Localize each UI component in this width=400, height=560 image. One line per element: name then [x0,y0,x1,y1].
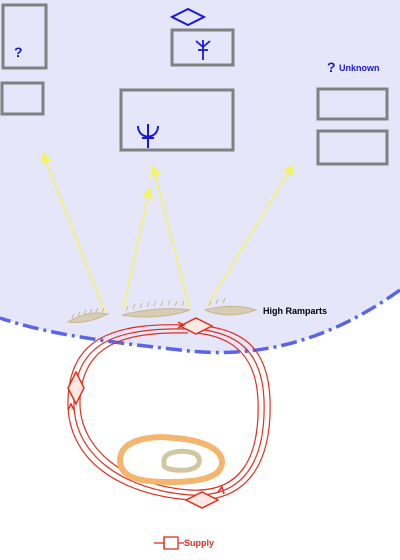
unknown-label: Unknown [339,63,380,73]
attack-arrows [41,151,294,313]
route-arrow-top [177,321,186,329]
unit-unknown-symbol: ? [14,44,23,60]
zone-boundary [0,288,400,355]
unit-top-left-tall[interactable] [1,3,48,70]
supply-diamond-top [178,317,214,335]
route-arrow-bottom-right [217,485,225,495]
terrain-outer-ring [116,434,226,486]
supply-legend-icon [154,536,184,550]
unit-left-small[interactable] [0,81,45,116]
route-arrow-left [67,402,75,411]
arrow-right [207,164,294,306]
trident-icon [137,124,159,148]
enemy-zone [0,0,400,353]
supply-route [67,324,271,501]
hq-diamond-icon [169,7,207,27]
arrow-left [41,151,106,313]
high-ramparts [66,297,258,323]
supply-diamond-left [67,370,85,406]
supply-diamond-bottom [184,491,220,509]
supply-label: Supply [184,538,215,548]
arrow-center-left [122,186,154,311]
unit-hq-top[interactable] [170,28,235,67]
arrow-center-right [150,164,191,311]
unit-right-1[interactable] [316,87,389,121]
unknown-legend-symbol: ? [327,59,336,75]
ramparts-label: High Ramparts [263,306,328,316]
unit-right-2[interactable] [316,129,389,166]
terrain-inner-ring [161,448,202,473]
unit-center-large[interactable] [119,88,235,152]
rocket-icon [195,40,211,60]
